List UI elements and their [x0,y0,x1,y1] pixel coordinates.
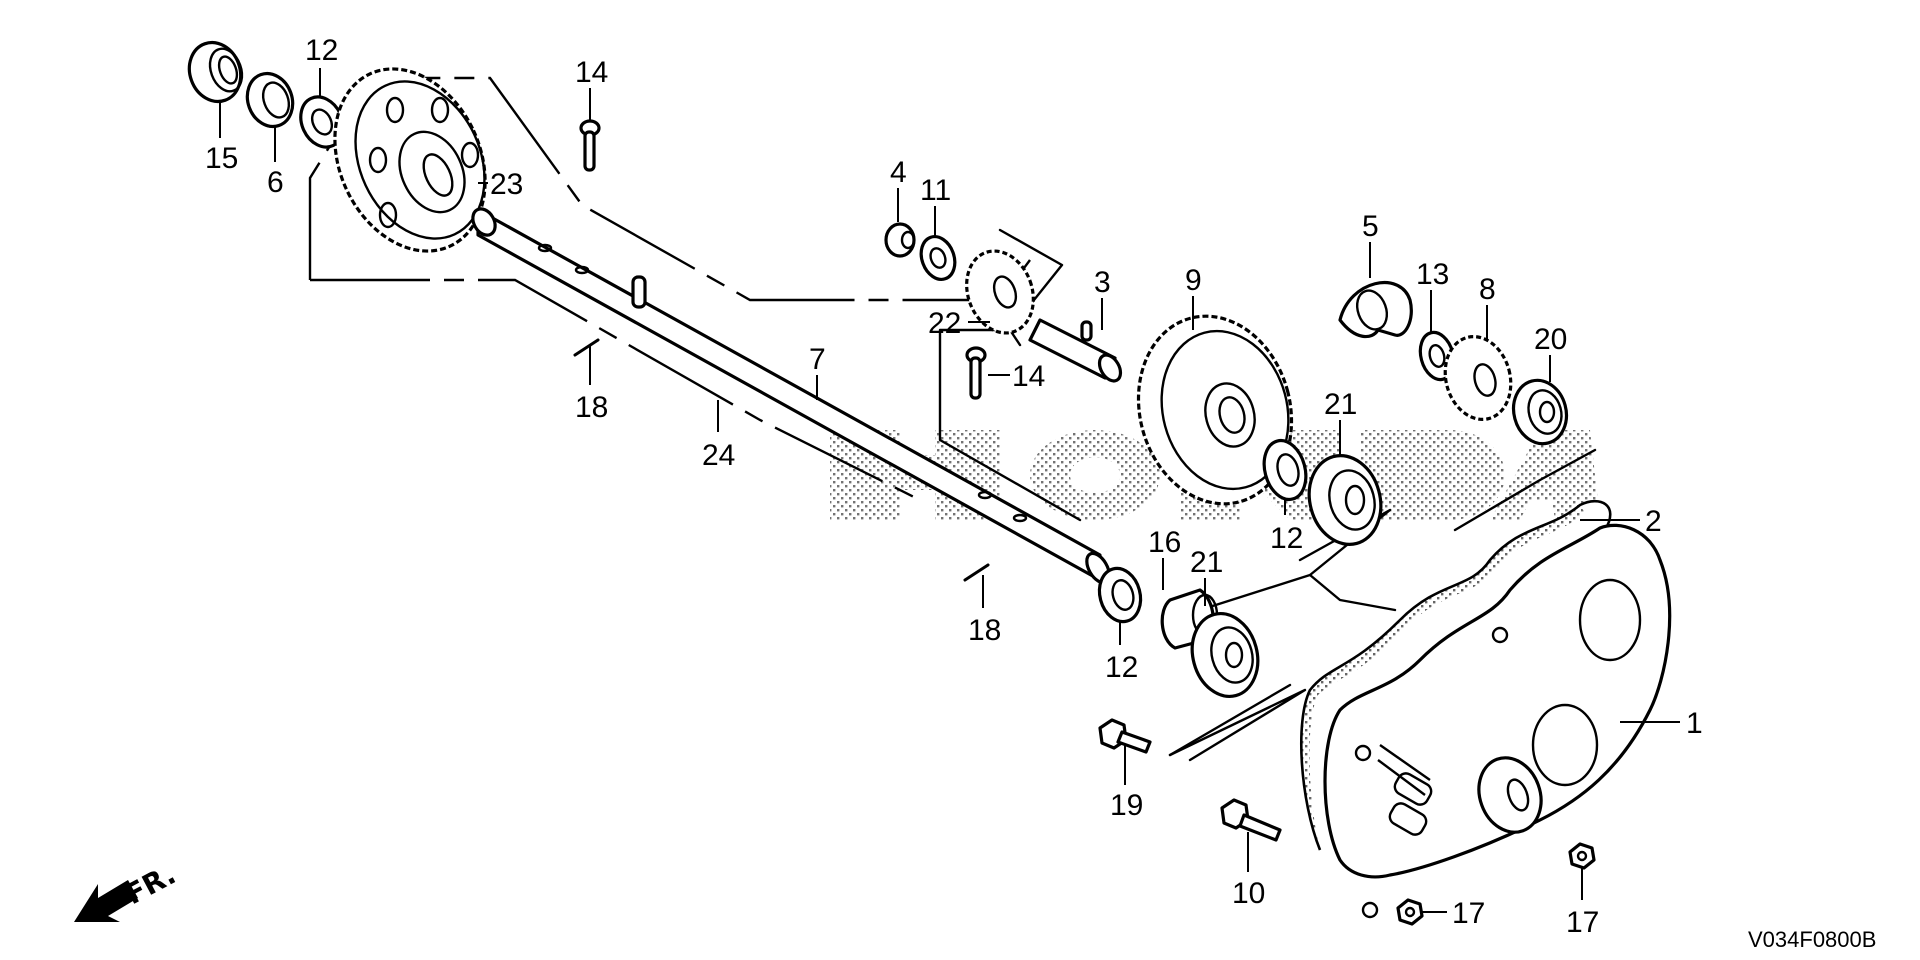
callout-labels: 15 6 12 14 23 4 11 22 3 14 9 5 13 8 20 7… [205,34,1703,939]
part-cotter-pin-18b[interactable] [963,563,990,582]
callout-19[interactable]: 19 [1110,789,1143,822]
part-large-gear-23[interactable] [306,44,513,275]
callout-7[interactable]: 7 [809,343,826,376]
callout-18a[interactable]: 18 [575,391,608,424]
callout-4[interactable]: 4 [890,156,907,189]
callout-10[interactable]: 10 [1232,877,1265,910]
callout-12c[interactable]: 12 [1105,651,1138,684]
callout-15[interactable]: 15 [205,142,238,175]
part-washer-12c[interactable] [1094,564,1147,627]
part-washer-11[interactable] [915,232,960,284]
part-bearing-21b[interactable] [1183,606,1267,704]
callout-22[interactable]: 22 [928,307,961,340]
part-washer-13[interactable] [1415,329,1458,384]
assembly-lines [308,76,1597,762]
callout-21b[interactable]: 21 [1190,546,1223,579]
part-collar-4[interactable] [884,222,916,258]
callout-24[interactable]: 24 [702,439,735,472]
part-oil-seal-15[interactable] [181,35,249,108]
part-gear-8[interactable] [1436,329,1520,427]
front-direction-indicator: FR. [74,858,181,922]
part-shaft-3[interactable] [1028,318,1125,385]
callout-14a[interactable]: 14 [575,56,608,89]
part-bearing-21a[interactable] [1300,447,1391,552]
part-bearing-20[interactable] [1507,374,1574,449]
callout-11[interactable]: 11 [920,174,951,207]
callout-18b[interactable]: 18 [968,614,1001,647]
callout-leaders [219,68,1680,913]
callout-5[interactable]: 5 [1362,210,1379,243]
part-washer-12a[interactable] [293,90,351,154]
callout-9[interactable]: 9 [1185,264,1202,297]
callout-17a[interactable]: 17 [1452,897,1485,930]
callout-13[interactable]: 13 [1416,258,1449,291]
callout-16[interactable]: 16 [1148,526,1181,559]
part-pin-14a[interactable] [579,119,601,172]
callout-8[interactable]: 8 [1479,273,1496,306]
callout-12a[interactable]: 12 [305,34,338,67]
callout-23[interactable]: 23 [490,168,523,201]
arrow-down-left-icon [74,880,138,922]
callout-12b[interactable]: 12 [1270,522,1303,555]
callout-1[interactable]: 1 [1686,707,1703,740]
part-cotter-pin-18a[interactable] [573,338,600,357]
part-gear-9[interactable] [1118,299,1312,521]
callout-6[interactable]: 6 [267,166,284,199]
callout-21a[interactable]: 21 [1324,388,1357,421]
part-nut-17a[interactable] [1396,898,1424,926]
callout-3[interactable]: 3 [1094,266,1111,299]
part-flange-bolt-19[interactable] [1098,718,1152,754]
reference-code: V034F0800B [1748,927,1876,952]
part-washer-12b[interactable] [1258,436,1312,504]
part-stud-bolt-10[interactable] [1220,798,1282,842]
part-pin-14b[interactable] [965,346,987,400]
part-nut-17b[interactable] [1568,842,1596,870]
part-pinion-gear-22[interactable] [956,242,1045,343]
callout-17b[interactable]: 17 [1566,906,1599,939]
callout-2[interactable]: 2 [1645,505,1662,538]
part-seal-cap-5[interactable] [1338,281,1413,339]
callout-14b[interactable]: 14 [1012,360,1045,393]
part-transmission-cover-1[interactable] [1323,523,1672,919]
callout-20[interactable]: 20 [1534,323,1567,356]
part-bushing-6[interactable] [240,67,300,133]
